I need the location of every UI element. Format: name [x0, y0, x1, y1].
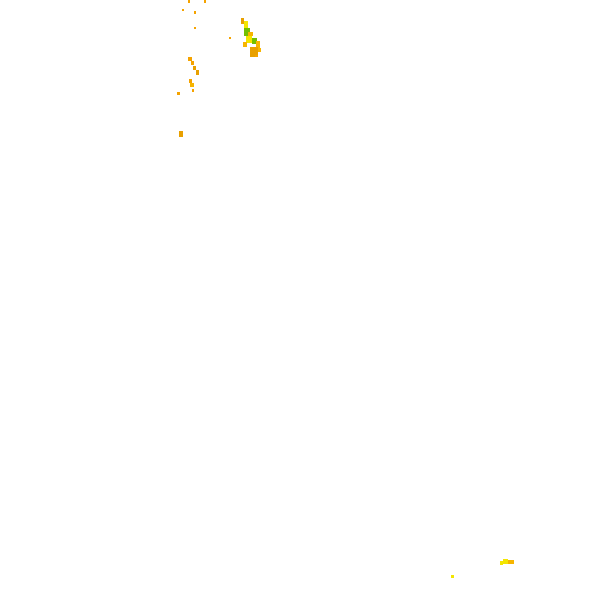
raster-patch: [196, 70, 199, 75]
raster-patch: [244, 21, 248, 28]
raster-patch: [194, 27, 196, 29]
raster-patch: [190, 83, 194, 87]
raster-patch: [193, 66, 196, 70]
raster-patch: [192, 89, 194, 92]
raster-patch: [229, 37, 231, 39]
raster-patch: [248, 32, 253, 36]
raster-patch: [177, 92, 180, 95]
raster-patch: [188, 57, 192, 61]
raster-patch: [500, 561, 503, 565]
raster-patch: [508, 560, 514, 564]
raster-patch: [182, 9, 184, 11]
raster-patch: [243, 42, 247, 47]
raster-patch: [451, 575, 454, 578]
south-cluster: [451, 559, 514, 578]
raster-patch: [503, 559, 508, 564]
raster-patch: [179, 131, 183, 137]
raster-patch: [191, 61, 194, 65]
raster-patch: [255, 55, 258, 57]
raster-patch: [204, 0, 206, 3]
raster-patch: [258, 48, 261, 52]
raster-patch: [256, 41, 260, 48]
raster-patch: [244, 28, 250, 36]
raster-patch: [189, 79, 192, 83]
north-cluster: [177, 0, 261, 137]
raster-patch: [194, 11, 196, 14]
raster-patch: [188, 0, 190, 3]
raster-patch: [241, 18, 244, 24]
raster-patch: [250, 47, 258, 57]
raster-patch: [252, 38, 257, 44]
raster-patch: [246, 36, 252, 43]
